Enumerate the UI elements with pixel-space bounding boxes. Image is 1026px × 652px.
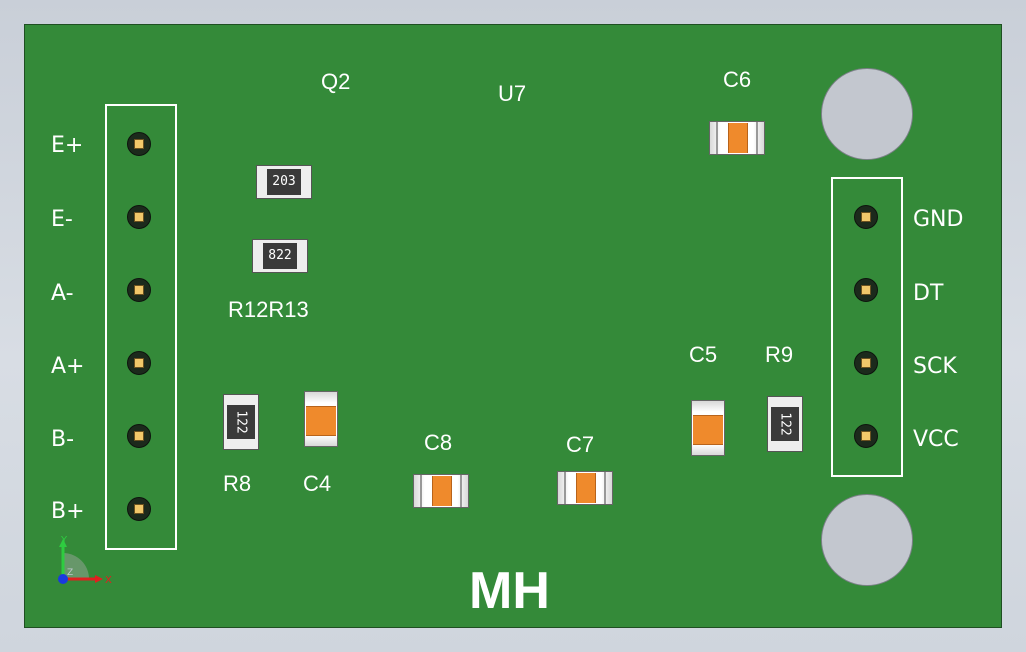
capacitor-c8 [413,474,469,508]
brand-logo-text: MH [469,562,550,620]
resistor-r9-code: 122 [777,412,793,436]
left-header-label-b-plus: B+ [51,499,85,524]
left-header-pin-4 [127,351,151,375]
left-header-label-a-minus: A- [51,281,74,306]
refdes-c8: C8 [424,430,453,455]
capacitor-c5 [691,400,725,456]
axis-x-label: X [105,575,112,586]
resistor-r12: 203 [256,165,312,199]
capacitor-c6 [709,121,765,155]
right-header-label-sck: SCK [913,354,957,379]
resistor-r12-code: 203 [267,169,301,195]
resistor-r8-code: 122 [233,410,249,434]
refdes-c5: C5 [689,342,718,367]
mounting-hole-bottom [821,494,913,586]
left-header-pin-2 [127,205,151,229]
resistor-r8: 122 [223,394,259,450]
left-header-pin-3 [127,278,151,302]
refdes-q2: Q2 [321,69,351,94]
right-header-pin-2 [854,278,878,302]
refdes-c6: C6 [723,67,752,92]
right-header-label-dt: DT [913,281,944,306]
pcb-board: E+ E- A- A+ B- B+ GND DT SCK VCC Q2 U7 C… [24,24,1002,628]
resistor-r13: 822 [252,239,308,273]
refdes-r12r13: R12R13 [228,297,309,322]
axis-z-label: Z [67,568,73,578]
left-header-label-e-minus: E- [51,207,73,232]
left-header-pin-5 [127,424,151,448]
refdes-r9: R9 [765,342,794,367]
mounting-hole-top [821,68,913,160]
left-header-label-e-plus: E+ [51,133,84,158]
refdes-u7: U7 [498,81,527,106]
right-header-pin-1 [854,205,878,229]
right-header-label-vcc: VCC [913,427,959,452]
axis-triad-icon: Y X Z [58,535,112,586]
capacitor-c4 [304,391,338,447]
resistor-r9: 122 [767,396,803,452]
refdes-c7: C7 [566,432,595,457]
left-header-outline [105,104,177,550]
left-header-label-b-minus: B- [51,427,75,452]
right-header-label-gnd: GND [913,207,964,232]
resistor-r13-code: 822 [263,243,297,269]
capacitor-c7 [557,471,613,505]
refdes-c4: C4 [303,471,332,496]
left-header-pin-1 [127,132,151,156]
right-header-pin-4 [854,424,878,448]
left-header-label-a-plus: A+ [51,354,85,379]
right-header-outline [831,177,903,477]
right-header-pin-3 [854,351,878,375]
refdes-r8: R8 [223,471,252,496]
left-header-pin-6 [127,497,151,521]
axis-y-label: Y [60,535,68,546]
